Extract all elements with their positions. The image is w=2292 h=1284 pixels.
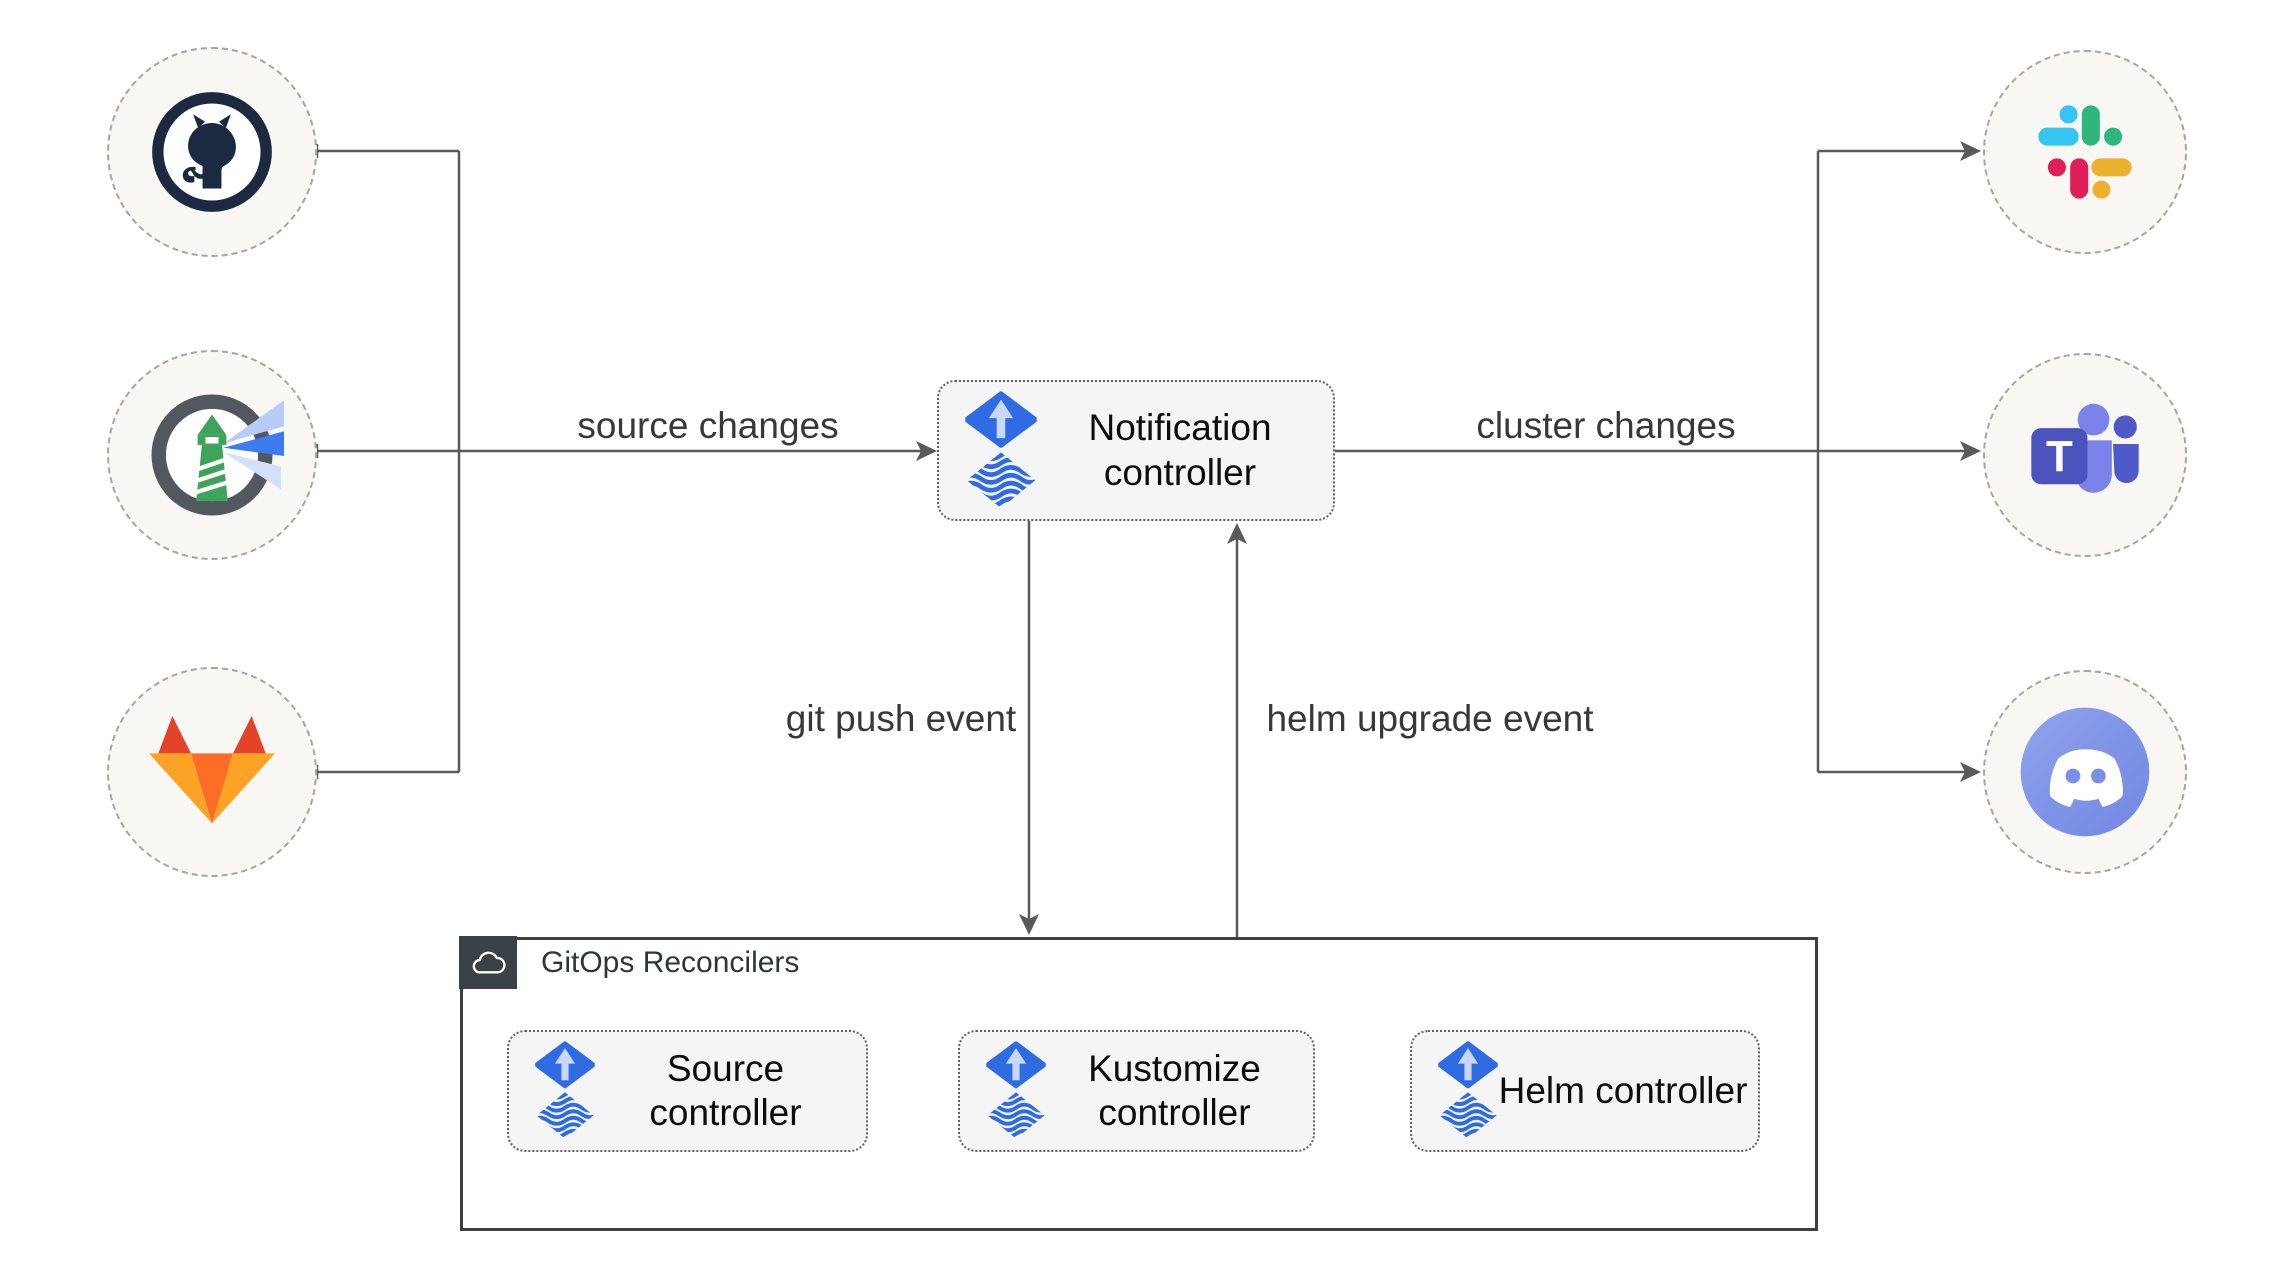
node-discord[interactable] (1983, 670, 2187, 874)
teams-icon: T (2031, 403, 2139, 493)
edge-label-git-push-event: git push event (785, 698, 1017, 739)
node-teams[interactable]: T (1983, 353, 2187, 557)
cloud-badge (459, 936, 517, 989)
node-slack[interactable] (1983, 50, 2187, 254)
node-harbor[interactable] (107, 350, 317, 560)
arrowhead (1227, 523, 1247, 544)
edge-label-source-changes: source changes (577, 405, 839, 446)
edge-label-cluster-changes: cluster changes (1476, 405, 1736, 446)
arrowhead (1019, 914, 1039, 935)
harbor-icon (151, 394, 284, 516)
node-label: Source controller (649, 1047, 802, 1133)
group-title: GitOps Reconcilers (541, 946, 800, 979)
node-label: Helm controller (1498, 1069, 1748, 1111)
arrowhead (916, 441, 937, 461)
node-notification-controller[interactable]: Notification controller (937, 380, 1335, 521)
gitlab-icon (149, 716, 275, 824)
flux-icon (986, 1041, 1046, 1141)
edge-label-helm-upgrade-event: helm upgrade event (1266, 698, 1594, 739)
svg-text:T: T (2046, 432, 2073, 481)
cloud-icon (472, 951, 506, 973)
node-label: Kustomize controller (1088, 1047, 1261, 1133)
flux-icon (965, 391, 1037, 511)
node-kustomize-controller[interactable]: Kustomize controller (958, 1030, 1315, 1152)
flux-icon (535, 1041, 595, 1141)
flux-icon (1438, 1041, 1498, 1141)
node-helm-controller[interactable]: Helm controller (1410, 1030, 1760, 1152)
node-source-controller[interactable]: Source controller (507, 1030, 868, 1152)
arrowhead (1960, 441, 1981, 461)
discord-icon (2020, 707, 2150, 837)
arrowhead (1960, 762, 1981, 782)
node-label: Notification controller (1088, 407, 1272, 493)
github-icon (152, 92, 272, 212)
node-github[interactable] (107, 47, 317, 257)
arrowhead (1960, 141, 1981, 161)
node-gitlab[interactable] (107, 667, 317, 877)
slack-icon (2038, 105, 2132, 199)
